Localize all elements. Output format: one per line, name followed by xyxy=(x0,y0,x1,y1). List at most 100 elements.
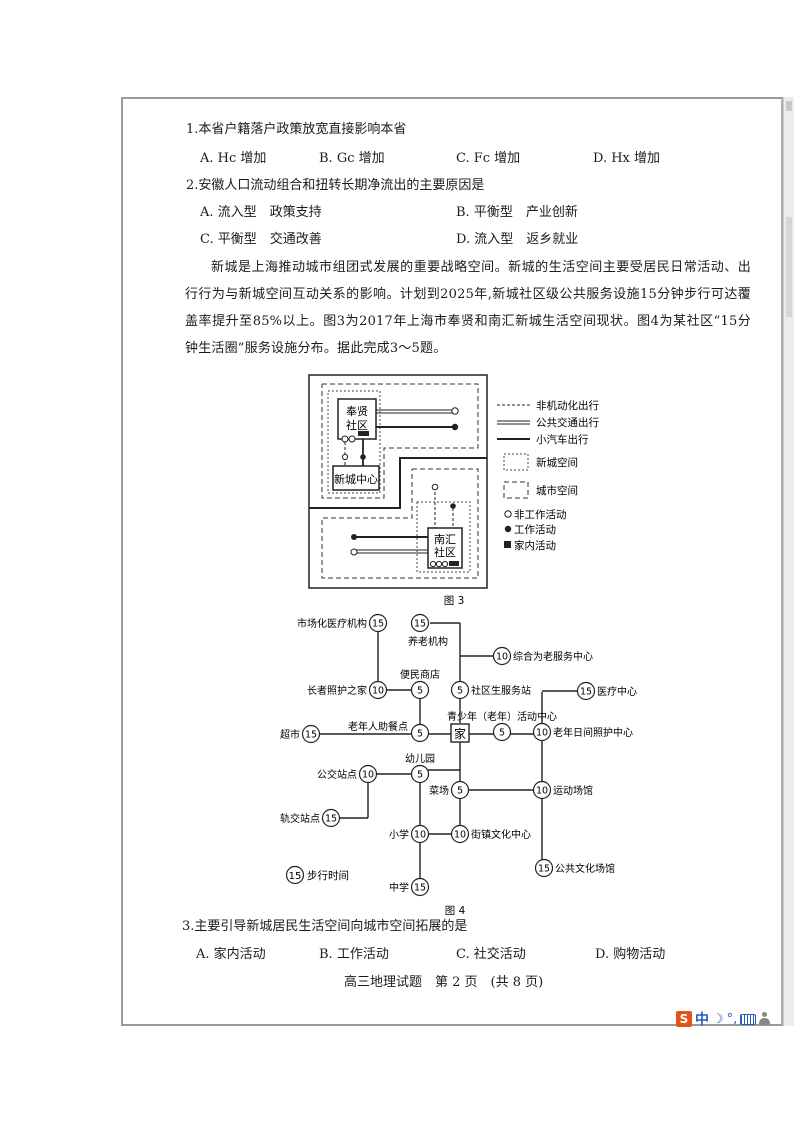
fig4-node-circle xyxy=(450,824,470,844)
fig4-node-circle xyxy=(532,722,552,742)
fig4-node-value: 5 xyxy=(417,686,423,697)
fig4-node-label: 医疗中心 xyxy=(597,685,637,698)
fig3-newcity-nanhui xyxy=(416,501,471,573)
fig3-fx-walk-dest xyxy=(341,453,349,461)
fig4-node-value: 5 xyxy=(457,686,463,697)
fig3-fengxian-home xyxy=(358,431,369,436)
q1-option-d[interactable]: D. Hx 增加 xyxy=(593,151,661,166)
fig3-fx-car-dest xyxy=(360,454,366,460)
fig3-nh-nonwork-2 xyxy=(435,560,443,568)
fig4-node-label: 运动场馆 xyxy=(553,784,593,797)
legend-nonmotor: 非机动化出行 xyxy=(536,399,599,412)
q2-option-c[interactable]: C. 平衡型 交通改善 xyxy=(200,232,322,247)
fig4-legend-text: 步行时间 xyxy=(307,869,349,882)
scroll-thumb[interactable] xyxy=(786,217,792,317)
fig4-node-circle xyxy=(358,764,378,784)
fig4-node-value: 5 xyxy=(417,729,423,740)
fig4-node-value: 15 xyxy=(325,814,337,825)
fig4-node-label: 便民商店 xyxy=(400,668,440,681)
fig4-node-value: 15 xyxy=(305,730,317,741)
fig4-node-hospital-market: 15 市场化医疗机构 xyxy=(297,613,388,633)
q3-option-c[interactable]: C. 社交活动 xyxy=(456,947,526,962)
fig4-node-label: 综合为老服务中心 xyxy=(513,650,593,663)
fig4-node-day-care: 10 老年日间照护中心 xyxy=(532,722,633,742)
fig3-nh-nonwork-1 xyxy=(429,560,437,568)
fig4-node-value: 15 xyxy=(372,619,384,630)
fig4-legend-value: 15 xyxy=(289,871,302,882)
fig4-node-circle xyxy=(410,723,430,743)
fig4-node-label: 老年日间照护中心 xyxy=(553,726,633,739)
fig4-node-circle xyxy=(532,780,552,800)
fig4-node-circle xyxy=(410,764,430,784)
q1-option-a[interactable]: A. Hc 增加 xyxy=(200,151,267,166)
fig4-node-value: 10 xyxy=(536,728,548,739)
fig4-node-circle xyxy=(492,722,512,742)
fig4-node-value: 5 xyxy=(499,728,505,739)
q1-option-c[interactable]: C. Fc 增加 xyxy=(456,151,521,166)
fig4-legend-circle xyxy=(285,865,305,885)
fig3-frame xyxy=(308,374,488,589)
fig4-node-supermarket: 15 超市 xyxy=(280,724,321,744)
fig4-node-circle xyxy=(410,877,430,897)
fig4-node-label: 超市 xyxy=(280,728,300,741)
q3-option-d[interactable]: D. 购物活动 xyxy=(595,947,666,962)
sogou-logo-icon[interactable]: S xyxy=(676,1011,692,1027)
legend-work: 工作活动 xyxy=(514,524,556,536)
figure-3: 奉贤 社区 新城中心 南汇 社区 非机动化出行 公共交通出行 小汽车出行 新城空… xyxy=(308,374,599,607)
fig4-node-label: 轨交站点 xyxy=(280,812,320,825)
fig3-fx-car-right-dest xyxy=(451,423,459,431)
fig4-node-label: 老年人助餐点 xyxy=(348,720,408,733)
legend-city: 城市空间 xyxy=(536,484,578,497)
fig4-node-label: 长者照护之家 xyxy=(307,684,367,697)
fig3-newcity-fengxian xyxy=(327,390,381,494)
q3-option-b[interactable]: B. 工作活动 xyxy=(319,947,389,962)
fig4-node-label: 中学 xyxy=(389,881,409,894)
fig3-nh-work-dest xyxy=(450,503,456,509)
fig4-node-value: 15 xyxy=(580,687,592,698)
legend-transit: 公共交通出行 xyxy=(536,416,599,429)
ime-mode-toggle[interactable]: 中 xyxy=(695,1012,709,1028)
fig4-node-circle xyxy=(410,613,430,633)
q3-stem: 3.主要引导新城居民生活空间向城市空间拓展的是 xyxy=(182,919,468,934)
user-icon[interactable] xyxy=(759,1012,771,1026)
q2-option-d[interactable]: D. 流入型 返乡就业 xyxy=(456,232,579,247)
fig3-xincheng-box xyxy=(332,465,380,491)
scrollbar-track[interactable] xyxy=(783,97,794,1026)
fig4-node-label: 社区生服务站 xyxy=(471,684,531,697)
fig4-node-label: 菜场 xyxy=(429,784,449,797)
ime-toolbar[interactable]: S 中 ☽ °, xyxy=(676,1009,771,1029)
punctuation-icon[interactable]: °, xyxy=(726,1011,738,1027)
fig3-city-space-lower xyxy=(321,468,479,579)
fig4-node-label: 公交站点 xyxy=(317,768,357,781)
fig4-node-rail-stop: 15 轨交站点 xyxy=(280,808,341,828)
fig4-node-circle xyxy=(368,613,388,633)
keyboard-icon[interactable] xyxy=(740,1013,757,1025)
fig3-nh-car-dest xyxy=(351,534,357,540)
q1-option-b[interactable]: B. Gc 增加 xyxy=(319,151,385,166)
q3-option-a[interactable]: A. 家内活动 xyxy=(196,947,266,962)
fig4-node-label: 幼儿园 xyxy=(405,752,435,765)
legend-home: 家内活动 xyxy=(514,539,556,552)
fig4-node-label: 市场化医疗机构 xyxy=(297,617,367,630)
fig4-node-label: 街镇文化中心 xyxy=(471,828,531,841)
half-width-icon[interactable]: ☽ xyxy=(712,1011,724,1027)
fig4-node-circle xyxy=(410,824,430,844)
q2-stem: 2.安徽人口流动组合和扭转长期净流出的主要原因是 xyxy=(186,178,485,193)
legend-nonwork: 非工作活动 xyxy=(514,509,567,521)
fig3-divider xyxy=(309,457,487,509)
q2-option-b[interactable]: B. 平衡型 产业创新 xyxy=(456,205,578,220)
fig4-home-box xyxy=(450,723,470,743)
fig4-node-value: 15 xyxy=(538,864,550,875)
fig4-node-health-station: 5 社区生服务站 xyxy=(450,680,531,700)
fig3-nh-transit-dest xyxy=(350,548,358,556)
fig4-node-sports: 10 运动场馆 xyxy=(532,780,593,800)
fig4-node-senior-meal: 5 老年人助餐点 xyxy=(348,720,430,743)
scroll-up-arrow[interactable] xyxy=(786,101,792,111)
q2-option-a[interactable]: A. 流入型 政策支持 xyxy=(200,205,322,220)
fig4-node-value: 10 xyxy=(536,786,548,797)
